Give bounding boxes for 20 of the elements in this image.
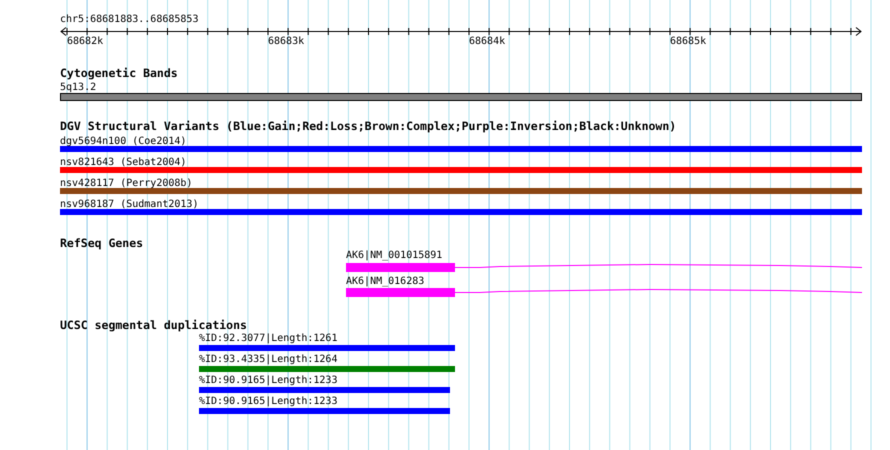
feature-label: dgv5694n100 (Coe2014) <box>60 136 186 148</box>
region-label: chr5:68681883..68685853 <box>60 14 198 26</box>
feature-label: nsv428117 (Perry2008b) <box>60 178 192 190</box>
feature-label: %ID:92.3077|Length:1261 <box>199 333 338 345</box>
tick-label: 68684k <box>469 36 506 48</box>
feature-label: nsv968187 (Sudmant2013) <box>60 199 198 211</box>
feature-label: %ID:93.4335|Length:1264 <box>199 354 338 366</box>
track-title: Cytogenetic Bands <box>60 67 178 80</box>
feature-label: %ID:90.9165|Length:1233 <box>199 396 338 408</box>
tick-label: 68683k <box>268 36 304 48</box>
feature-label: AK6|NM_001015891 <box>346 250 442 262</box>
tick-label: 68685k <box>670 36 706 48</box>
band-label: 5q13.2 <box>60 82 96 94</box>
feature-label: %ID:90.9165|Length:1233 <box>199 375 338 387</box>
feature-label: nsv821643 (Sebat2004) <box>60 157 186 169</box>
feature-label: AK6|NM_016283 <box>346 276 424 288</box>
track-title: UCSC segmental duplications <box>60 319 247 332</box>
track-title: RefSeq Genes <box>60 237 144 250</box>
tick-label: 68682k <box>67 36 104 48</box>
track-title: DGV Structural Variants (Blue:Gain;Red:Loss;Brown:Complex;Purple:Inversion;Black:Unknown) <box>60 120 676 133</box>
